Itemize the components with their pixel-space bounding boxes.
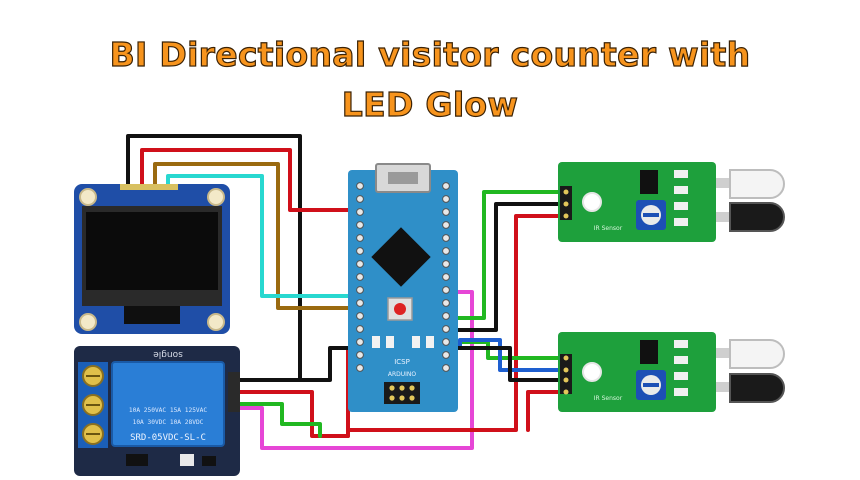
wire-relay-magenta — [238, 290, 474, 450]
relay-led — [202, 456, 216, 466]
wire-s1-vcc-red — [346, 214, 562, 438]
ir-sensor-1: IR Sensor — [558, 162, 785, 242]
ir-sensor-2-emitter-led — [729, 339, 785, 369]
wire-oled-vcc-red — [140, 148, 364, 212]
wire-s2-gnd-black — [446, 346, 562, 382]
wire-relay-gnd-black — [238, 346, 366, 382]
arduino-mcu-chip — [371, 227, 431, 287]
oled-mount-hole-tl — [79, 188, 97, 206]
ir-sensor-1-label: IR Sensor — [594, 225, 623, 232]
ir-sensor-2-smd-4 — [674, 388, 688, 396]
arduino-board-label: ARDUINO — [388, 371, 417, 378]
wire-s1-gnd-black — [446, 202, 562, 332]
oled-ribbon — [124, 306, 180, 324]
ir-sensor-1-receiver-leads — [716, 212, 730, 222]
ir-sensor-1-smd-2 — [674, 186, 688, 194]
wire-s1-out-green — [446, 190, 562, 320]
ir-sensor-1-smd-1 — [674, 170, 688, 178]
relay-transistor — [126, 454, 148, 466]
arduino-smd-2 — [386, 336, 394, 348]
arduino-smd-4 — [426, 336, 434, 348]
wire-s2-vcc-red — [526, 390, 562, 432]
oled-mount-hole-br — [207, 313, 225, 331]
arduino-nano: ICSP ARDUINO — [348, 163, 458, 412]
relay-diode — [180, 454, 194, 466]
ir-sensor-1-pot-slot — [643, 213, 659, 217]
relay-rating-2: 10A 30VDC 10A 28VDC — [133, 419, 204, 426]
ir-sensor-2: IR Sensor — [558, 332, 785, 412]
oled-mount-hole-tr — [207, 188, 225, 206]
relay-rating-1: 10A 250VAC 15A 125VAC — [129, 407, 208, 414]
arduino-icsp-pins — [389, 385, 415, 401]
oled-pin-header — [120, 184, 178, 190]
arduino-board — [348, 170, 458, 412]
wire-oled-scl-brown — [153, 162, 364, 310]
wires — [126, 134, 562, 450]
arduino-usb-inner — [388, 172, 418, 184]
ir-sensor-1-emitter-led — [729, 169, 785, 199]
ir-sensor-2-receiver-leads — [716, 382, 730, 392]
arduino-icsp-header — [384, 382, 420, 404]
relay-body — [111, 361, 225, 447]
wire-relay-in-green — [238, 402, 322, 438]
oled-mount-hole-bl — [79, 313, 97, 331]
diagram-title: BI Directional visitor counter with LED … — [0, 30, 860, 130]
title-line-2: LED Glow — [341, 84, 519, 124]
relay-module: songle 10A 250VAC 15A 125VAC 10A 30VDC 1… — [74, 346, 240, 476]
ir-sensor-2-smd-2 — [674, 356, 688, 364]
arduino-reset-cap — [394, 303, 406, 315]
ir-sensor-2-pot-slot — [643, 383, 659, 387]
ir-sensor-1-ic — [640, 170, 658, 194]
arduino-left-pins — [356, 182, 364, 372]
relay-brand-label: songle — [153, 349, 183, 359]
relay-model: SRD-05VDC-SL-C — [130, 433, 206, 443]
sensor-pin-dots — [563, 189, 569, 395]
oled-display — [74, 184, 230, 334]
wire-oled-sda-cyan — [166, 174, 364, 298]
ir-sensor-2-smd-3 — [674, 372, 688, 380]
ir-sensor-2-receiver-led — [729, 373, 785, 403]
relay-pin-header — [228, 372, 240, 412]
arduino-right-pins — [442, 182, 450, 372]
title-line-1: BI Directional visitor counter with — [109, 34, 751, 74]
ir-sensor-2-hole — [582, 362, 602, 382]
ir-sensor-1-receiver-led — [729, 202, 785, 232]
arduino-smd-1 — [372, 336, 380, 348]
wire-s2-blue — [446, 338, 562, 372]
arduino-icsp-label: ICSP — [394, 358, 410, 366]
ir-sensor-1-smd-3 — [674, 202, 688, 210]
ir-sensor-1-emitter-leads — [716, 178, 730, 188]
ir-sensor-2-emitter-leads — [716, 348, 730, 358]
oled-screen — [86, 212, 218, 290]
ir-sensor-2-label: IR Sensor — [594, 395, 623, 402]
ir-sensor-2-smd-1 — [674, 340, 688, 348]
ir-sensor-1-smd-4 — [674, 218, 688, 226]
arduino-smd-3 — [412, 336, 420, 348]
ir-sensor-2-ic — [640, 340, 658, 364]
ir-sensor-1-hole — [582, 192, 602, 212]
ir-sensor-2-header — [560, 354, 572, 394]
